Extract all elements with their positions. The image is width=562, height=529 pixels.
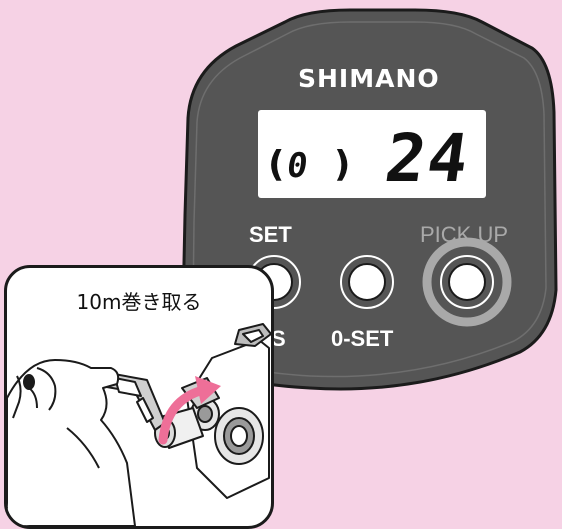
lcd-big-value: 24 <box>380 120 475 197</box>
rotation-arrow-icon <box>158 376 221 445</box>
zero-set-button-label: 0-SET <box>331 326 394 351</box>
inset-caption: 10m巻き取る <box>76 290 202 314</box>
brand-logo: SHIMANO <box>298 64 440 93</box>
lcd-display: ( 0 ) 24 <box>258 110 486 198</box>
s-button-label: S <box>271 326 286 351</box>
zero-set-button-graphic <box>340 255 394 309</box>
set-button-label: SET <box>249 222 292 247</box>
lcd-small-value: 0 <box>284 146 311 186</box>
hand-icon <box>7 359 136 526</box>
lcd-close-paren: ) <box>334 144 351 185</box>
lcd-open-paren: ( <box>268 144 285 185</box>
inset-panel: 10m巻き取る <box>4 265 274 529</box>
pickup-button-graphic <box>422 237 512 327</box>
pickup-button-label: PICK UP <box>420 222 509 247</box>
hand-cranking-reel-drawing <box>7 323 271 526</box>
